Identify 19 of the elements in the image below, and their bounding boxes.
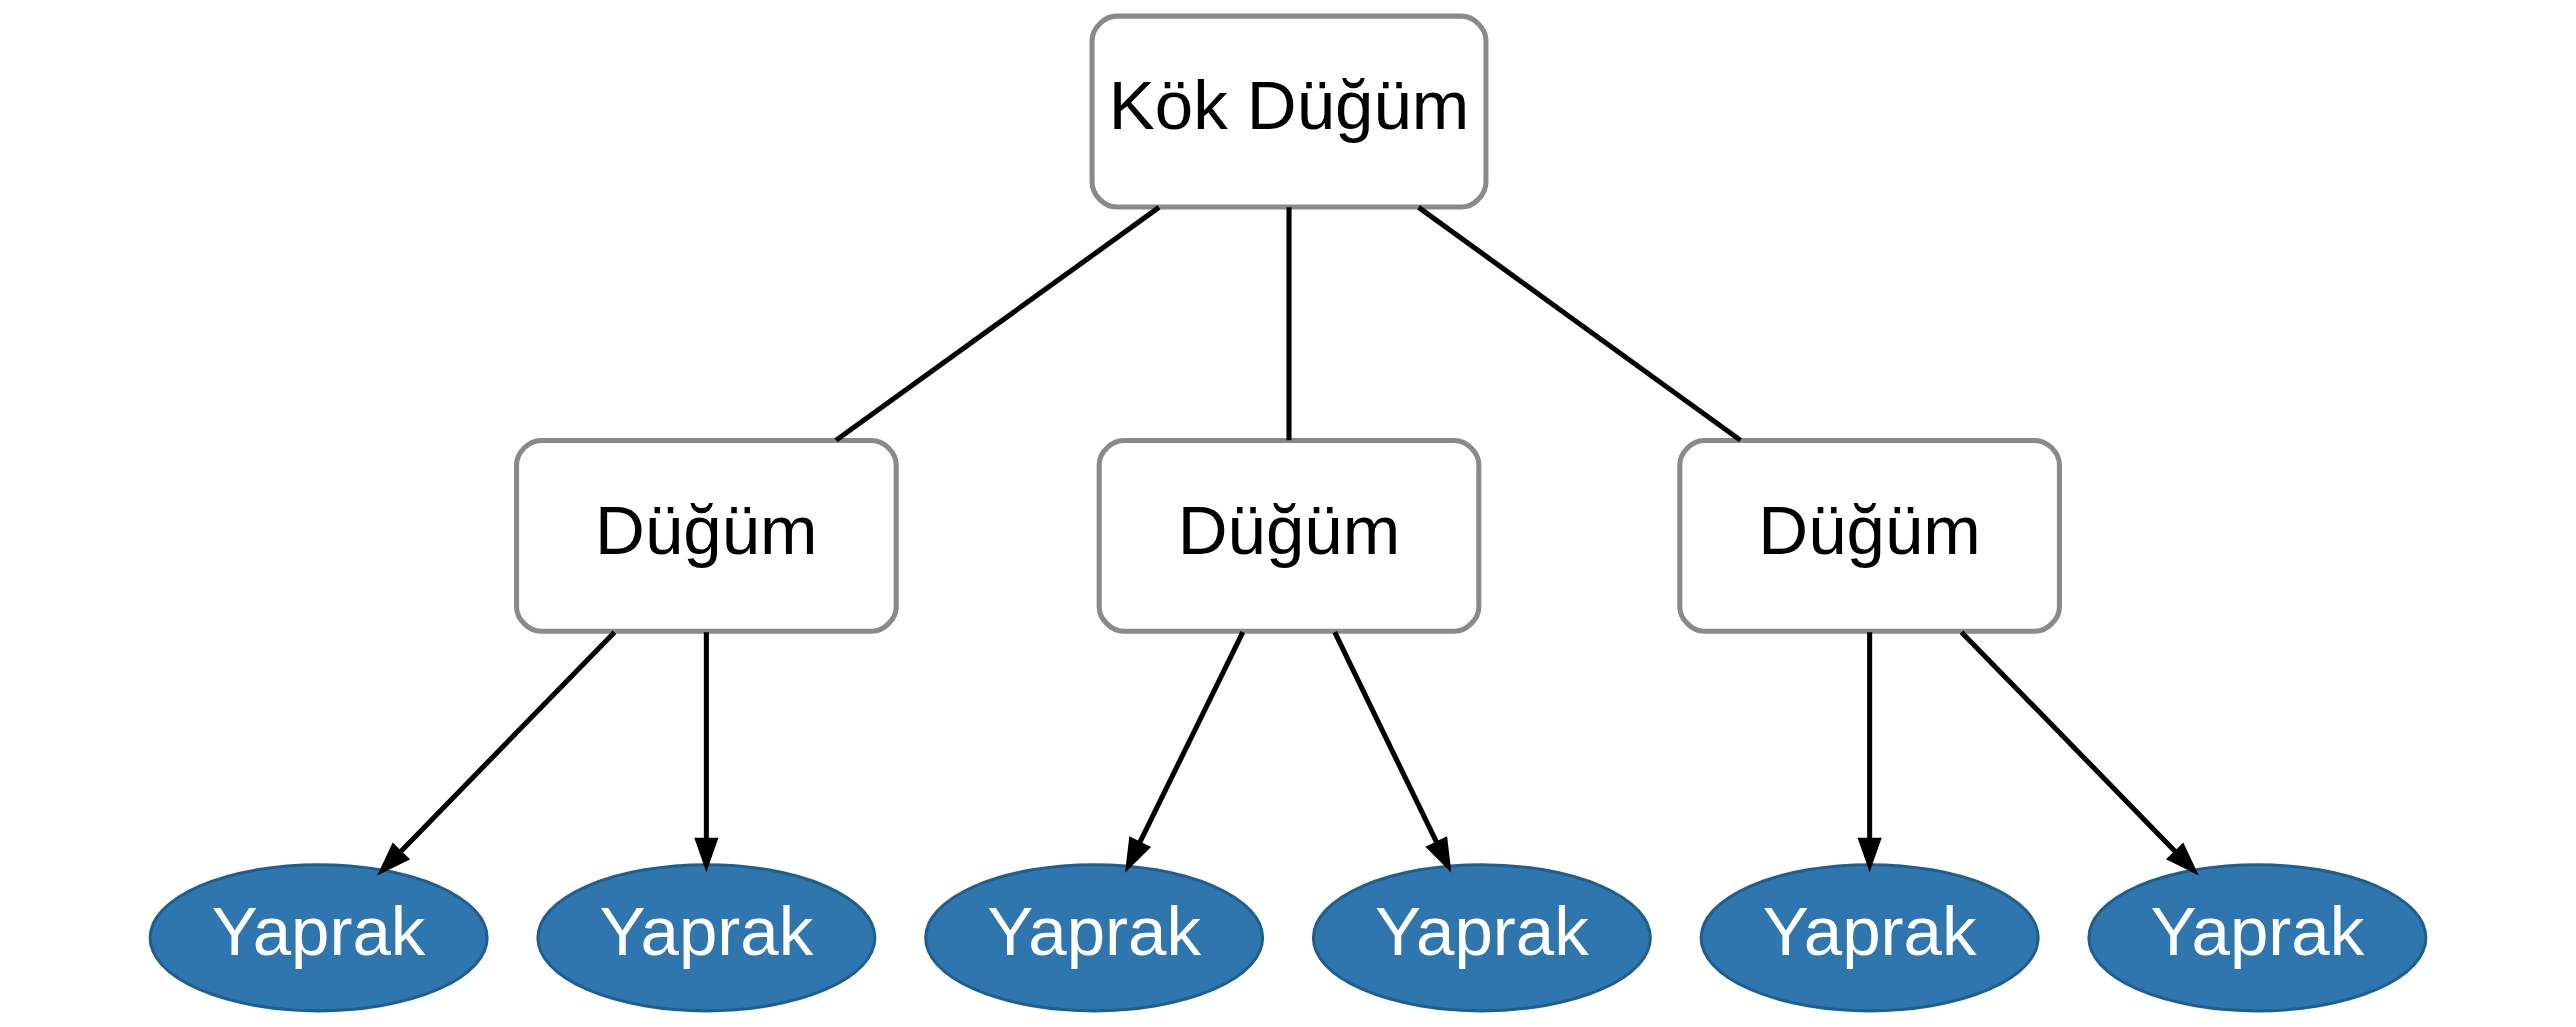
arrow: [1125, 631, 1246, 873]
node-ellipse: Yaprak: [536, 863, 877, 1013]
arrow: [1332, 631, 1452, 873]
connector: [834, 205, 1161, 443]
arrow: [1959, 630, 2199, 876]
node-ellipse: Yaprak: [148, 863, 489, 1013]
node-ellipse: Yaprak: [2087, 863, 2428, 1013]
node-box: Kök Düğüm: [1089, 13, 1489, 210]
node-box: Düğüm: [1677, 437, 2062, 634]
connector: [1286, 207, 1292, 441]
arrow: [694, 632, 719, 873]
arrow: [377, 630, 617, 876]
node-ellipse: Yaprak: [924, 863, 1265, 1013]
arrow: [1857, 632, 1882, 873]
connector: [1417, 205, 1742, 443]
node-box: Düğüm: [514, 437, 899, 634]
node-ellipse: Yaprak: [1311, 863, 1652, 1013]
node-ellipse: Yaprak: [1699, 863, 2040, 1013]
node-box: Düğüm: [1096, 437, 1482, 634]
